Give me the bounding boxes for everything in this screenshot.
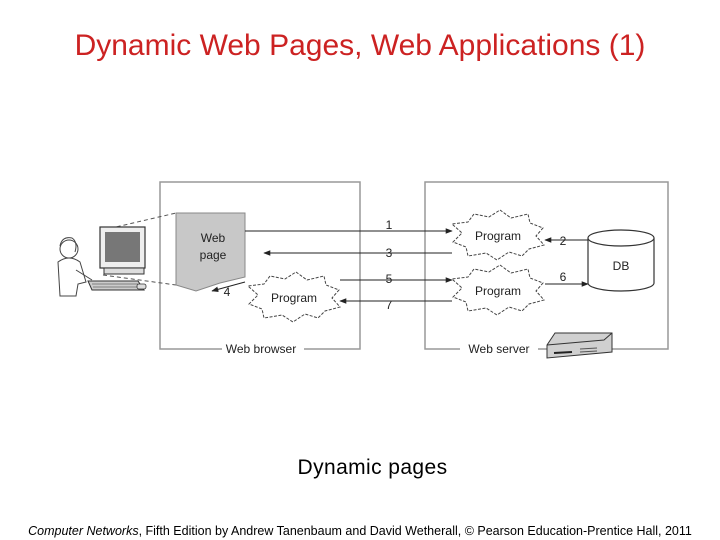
web-page-label-line1: Web [201,231,226,245]
web-browser-label: Web browser [226,342,296,356]
web-server-box: Web server [424,181,669,356]
database-cylinder-icon: DB [587,229,655,292]
server-hardware-icon [546,332,613,359]
web-page-document: Web page [175,212,246,292]
step-4-label: 4 [224,285,231,299]
footer-book-title: Computer Networks [28,524,139,538]
step-2-label: 2 [560,234,567,248]
db-label: DB [613,259,630,273]
web-browser-box: Web browser [159,181,361,356]
slide-footer: Computer Networks, Fifth Edition by Andr… [0,524,720,538]
step-7-label: 7 [386,298,393,312]
dynamic-pages-diagram: Web browser Web server Web page Pr [57,181,669,359]
step-3-label: 3 [386,246,393,260]
web-page-label-line2: page [200,248,227,262]
browser-program-starburst: Program [246,271,341,323]
user-at-computer-icon [57,226,147,297]
step-5-label: 5 [386,272,393,286]
server-program-bottom-label: Program [475,284,521,298]
step-1-label: 1 [386,218,393,232]
server-program-top-label: Program [475,229,521,243]
web-server-label: Web server [468,342,529,356]
message-arrows [211,228,589,304]
projection-lines [102,212,177,286]
figure-caption: Dynamic pages [297,456,448,479]
step-6-label: 6 [560,270,567,284]
step-numbers: 1 3 5 7 4 2 6 [224,218,567,312]
server-program-top-starburst: Program [450,209,545,261]
server-program-bottom-starburst: Program [450,264,545,316]
slide-title: Dynamic Web Pages, Web Applications (1) [74,29,646,62]
browser-program-label: Program [271,291,317,305]
footer-citation: , Fifth Edition by Andrew Tanenbaum and … [138,524,692,538]
